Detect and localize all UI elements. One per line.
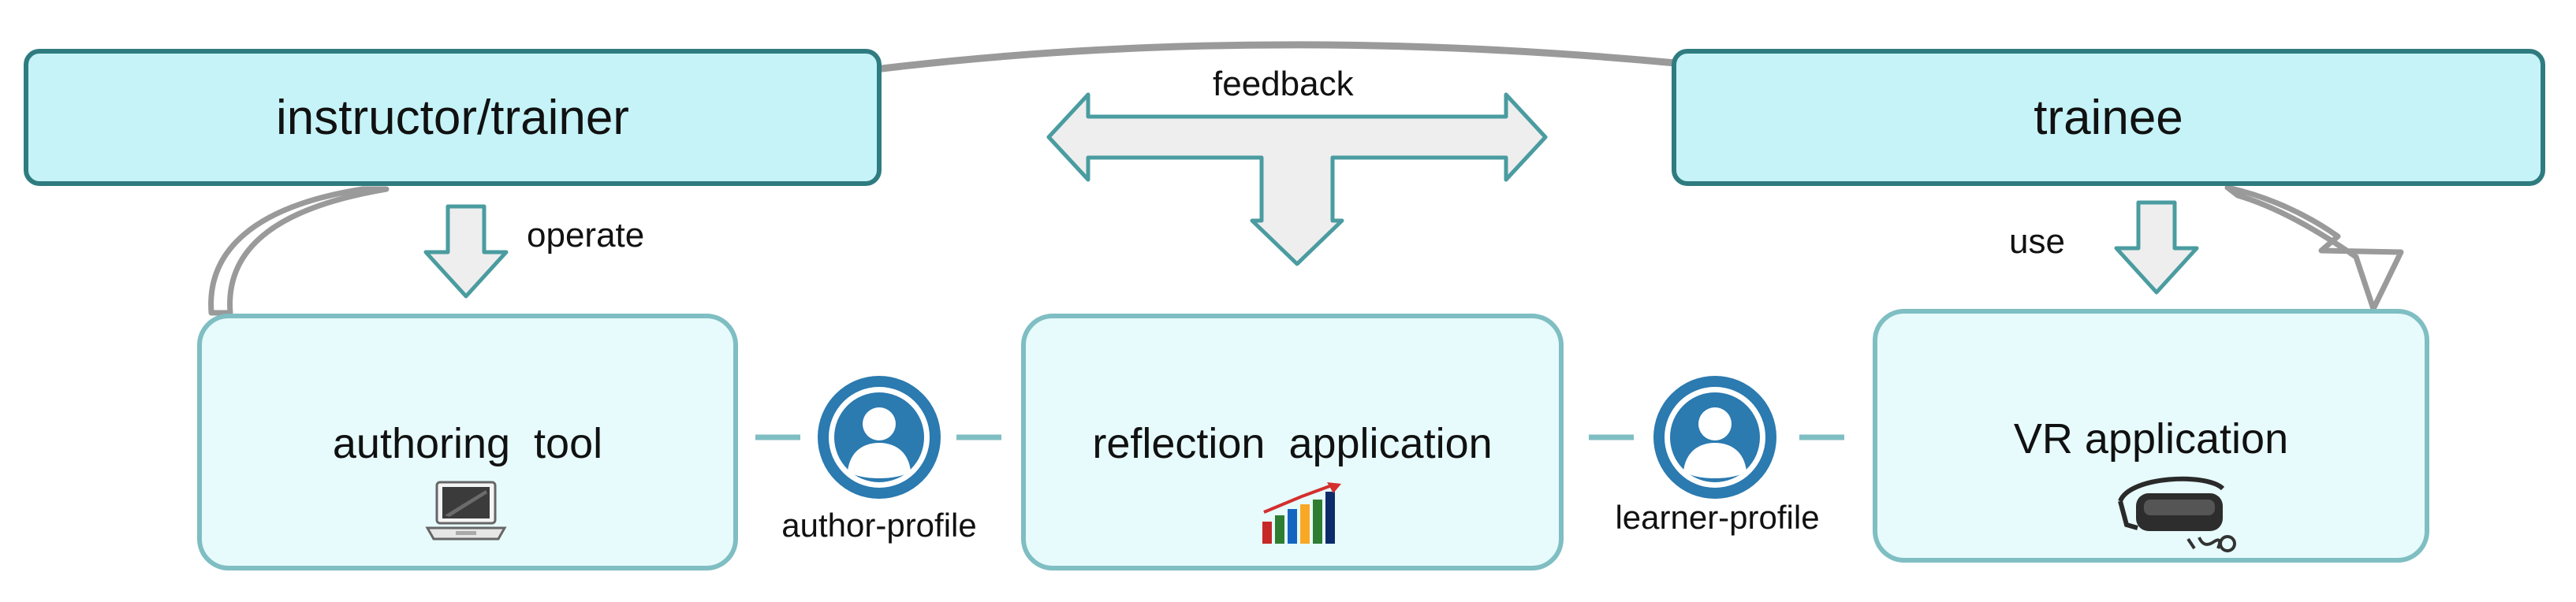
learner-person-icon — [1653, 376, 1776, 499]
instructor-trainer-label: instructor/trainer — [276, 90, 629, 145]
authoring-tool-box: authoring tool — [197, 314, 738, 570]
trainee-label: trainee — [2034, 90, 2183, 145]
left-curved-band — [208, 186, 390, 316]
right-curved-arrow — [2224, 184, 2404, 312]
learner-profile-label: learner-profile — [1615, 499, 1820, 536]
laptop-icon — [425, 481, 507, 541]
author-profile-label: author-profile — [781, 507, 977, 544]
top-connector-curve — [874, 41, 1676, 73]
author-person-icon — [818, 376, 941, 499]
use-arrow — [2114, 200, 2199, 295]
vr-application-label: VR application — [2013, 415, 2289, 463]
trainee-box: trainee — [1672, 49, 2545, 186]
feedback-arrow — [1046, 92, 1548, 266]
vr-application-box: VR application — [1873, 309, 2429, 563]
reflection-application-label: reflection application — [1092, 420, 1493, 467]
feedback-label: feedback — [1213, 65, 1354, 103]
reflection-application-box: reflection application — [1021, 314, 1564, 570]
vr-headset-icon — [2118, 476, 2236, 552]
instructor-trainer-box: instructor/trainer — [24, 49, 882, 186]
bar-chart-icon — [1262, 482, 1341, 544]
operate-arrow — [423, 204, 509, 299]
operate-label: operate — [527, 216, 645, 255]
use-label: use — [2009, 222, 2065, 261]
authoring-tool-label: authoring tool — [332, 420, 603, 467]
